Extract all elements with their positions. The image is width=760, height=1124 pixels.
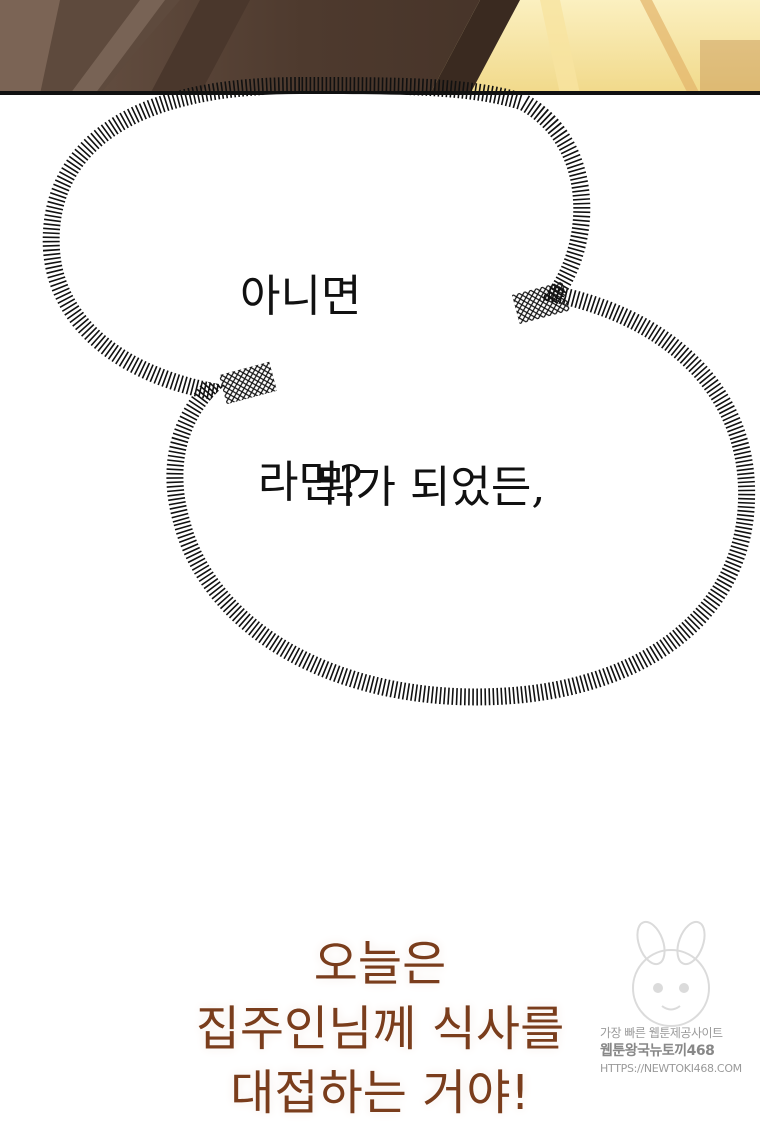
panel-border	[0, 91, 760, 95]
speech-bubble-1-text: 아니면 라면?	[240, 142, 363, 576]
watermark-text: HTTPS://NEWTOKI468.COM	[600, 1062, 742, 1075]
watermark-logo	[632, 920, 710, 1027]
watermark-text: 웹툰왕국뉴토끼468	[600, 1043, 715, 1059]
speech-line: 아니면	[240, 271, 362, 322]
speech-bubble-2-text: 뭐가 되었든,	[315, 462, 546, 513]
watermark-text: 가장 빠른 웹툰제공사이트	[600, 1026, 723, 1040]
top-panel-scene	[0, 0, 760, 94]
narration-line: 집주인님께 식사를	[195, 1001, 565, 1057]
speech-line: 라면?	[258, 457, 363, 508]
speech-bubble-outline	[42, 76, 756, 706]
scene-illustration	[0, 0, 760, 94]
speech-bubbles	[42, 76, 756, 706]
narration-line: 오늘은	[313, 936, 447, 992]
